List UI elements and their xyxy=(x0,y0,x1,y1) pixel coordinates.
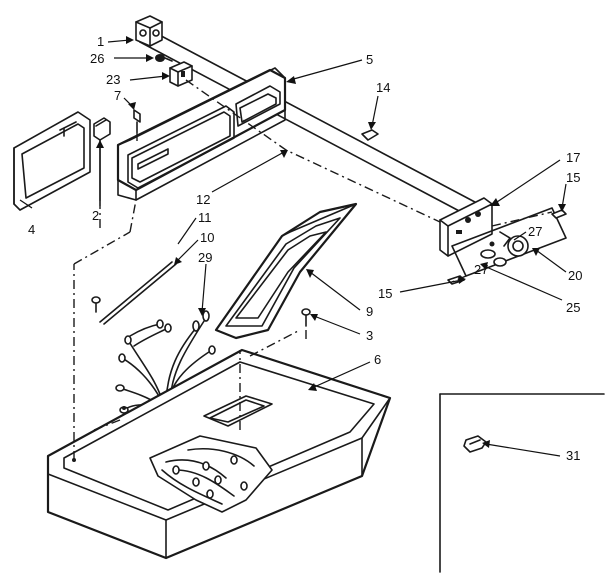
callout-6: 6 xyxy=(374,352,381,367)
rod-10 xyxy=(99,261,177,325)
callout-3: 3 xyxy=(366,328,373,343)
callout-27-lower: 27 xyxy=(474,262,488,277)
callout-4: 4 xyxy=(28,222,35,237)
door-panel-4 xyxy=(13,111,91,211)
callout-1: 1 xyxy=(97,34,104,49)
fastener-11 xyxy=(91,296,101,313)
callout-26: 26 xyxy=(90,51,104,66)
hinge-clip-2 xyxy=(93,117,111,201)
switch-assembly xyxy=(135,15,163,47)
callout-10: 10 xyxy=(200,230,214,245)
callout-15-right: 15 xyxy=(566,170,580,185)
callout-2: 2 xyxy=(92,208,99,223)
callout-12: 12 xyxy=(196,192,210,207)
align-line-bracket xyxy=(491,211,553,227)
screw-26 xyxy=(155,54,173,62)
callout-15-lower: 15 xyxy=(378,286,392,301)
lint-duct-9 xyxy=(214,202,358,340)
callout-7: 7 xyxy=(114,88,121,103)
timer-knob-assembly xyxy=(451,207,567,277)
callout-11: 11 xyxy=(198,210,212,225)
callout-17: 17 xyxy=(566,150,580,165)
console-panel xyxy=(116,67,287,201)
callout-31: 31 xyxy=(566,448,580,463)
inset-part-31 xyxy=(439,393,605,573)
align-line-duct xyxy=(249,329,301,357)
clip-14 xyxy=(361,129,379,141)
clip-15-right xyxy=(551,209,567,219)
callout-14: 14 xyxy=(376,80,390,95)
callout-23: 23 xyxy=(106,72,120,87)
align-line-harness xyxy=(93,419,121,431)
callout-9: 9 xyxy=(366,304,373,319)
leader-lines xyxy=(19,36,567,457)
callout-29: 29 xyxy=(198,250,212,265)
callout-27-upper: 27 xyxy=(528,224,542,239)
screw-7 xyxy=(133,109,141,133)
callout-labels: 1 26 23 7 5 14 4 2 12 11 10 29 17 15 27 … xyxy=(28,34,582,463)
control-bracket-17 xyxy=(439,197,493,257)
callout-25: 25 xyxy=(566,300,580,315)
dryer-top-6 xyxy=(46,348,392,560)
callout-5: 5 xyxy=(366,52,373,67)
screw-3 xyxy=(301,308,311,327)
callout-20: 20 xyxy=(568,268,582,283)
align-line-left-diag xyxy=(73,231,131,265)
align-line-console xyxy=(129,199,137,233)
